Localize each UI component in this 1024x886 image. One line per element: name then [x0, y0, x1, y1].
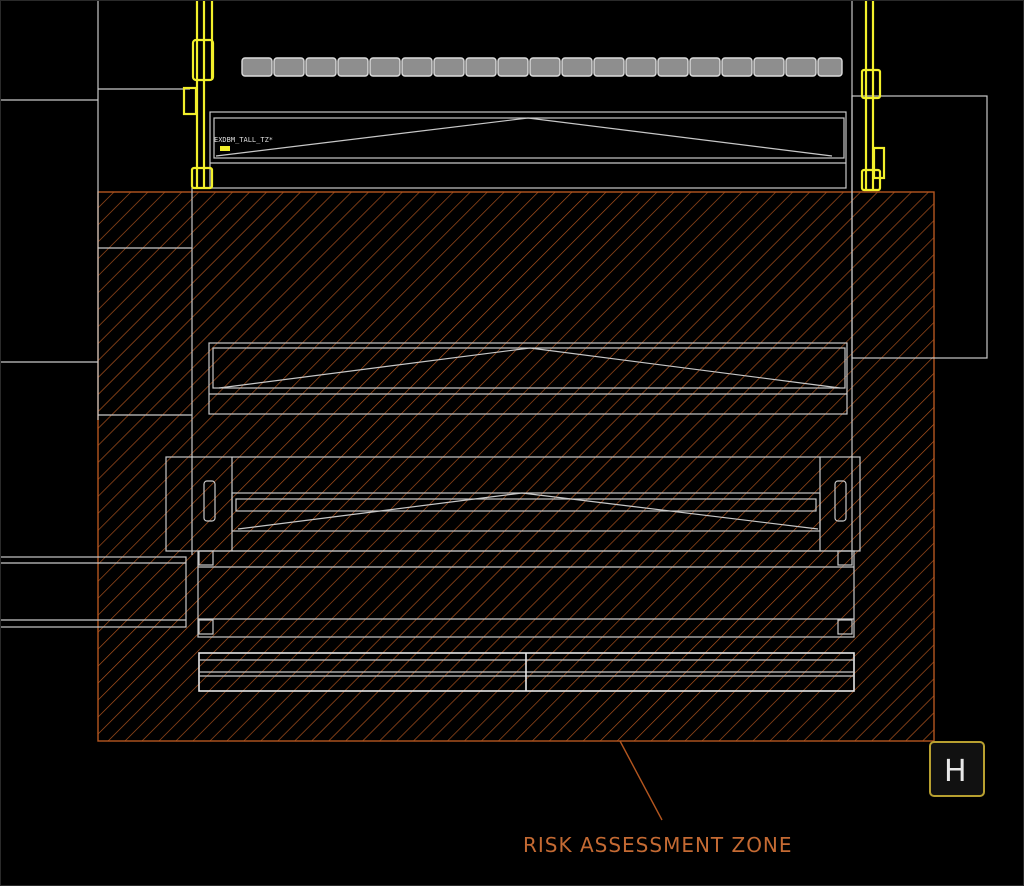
left-handle-icon: [203, 480, 216, 522]
bottom-bar: [198, 652, 855, 692]
h-marker-letter: H: [944, 754, 967, 789]
top-panel: [209, 111, 847, 189]
panel-annotation: EXDBM_TALL_TZ*: [214, 136, 273, 144]
zone-leader-line: [619, 740, 663, 821]
right-handle-icon: [834, 480, 847, 522]
middle-panel: [208, 342, 848, 415]
h-marker-icon[interactable]: H: [929, 741, 985, 797]
annotation-marker: [220, 146, 230, 151]
zone-label: RISK ASSESSMENT ZONE: [523, 833, 793, 857]
lower-cabinet: [165, 456, 861, 552]
right-door-frame: [860, 0, 886, 192]
tray-section: [197, 550, 855, 638]
right-structure-lines: [851, 0, 988, 555]
left-structure-lines: [0, 0, 193, 628]
risk-assessment-zone[interactable]: [97, 191, 935, 742]
left-door-frame: [182, 0, 215, 190]
top-block-row: [241, 57, 843, 77]
